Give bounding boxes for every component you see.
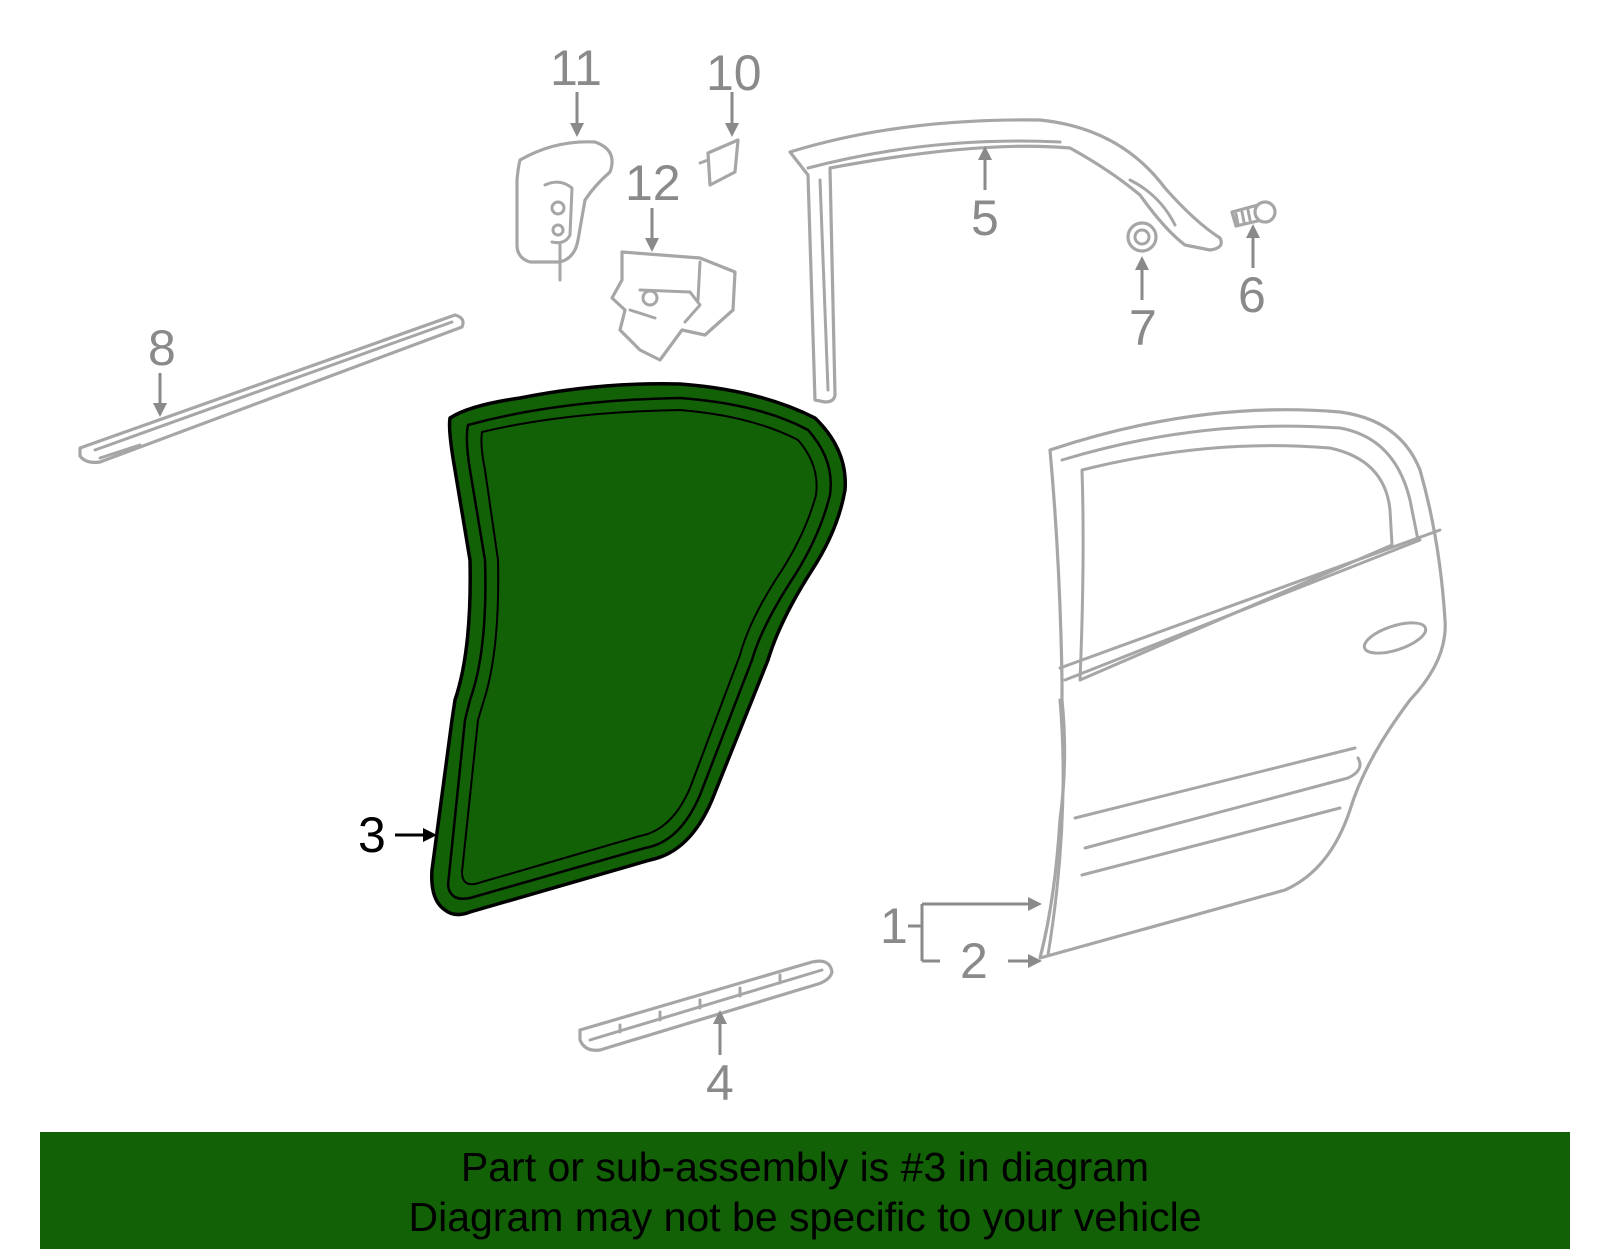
callout-10: 10	[706, 45, 762, 101]
callout-4: 4	[706, 1055, 734, 1111]
callout-12: 12	[625, 155, 681, 211]
callout-3: 3	[358, 807, 386, 863]
callout-8: 8	[148, 320, 176, 376]
part-8-belt-molding[interactable]	[78, 313, 465, 464]
callout-6: 6	[1238, 267, 1266, 323]
callout-11: 11	[550, 40, 602, 96]
parts-diagram: 11 10 12 5 6 7 8 4 3 1 2	[78, 40, 1447, 1111]
part-10-clip[interactable]	[698, 138, 740, 187]
callout-arrows	[153, 92, 1260, 1055]
part-5-frame-molding[interactable]	[788, 118, 1223, 404]
info-banner: Part or sub-assembly is #3 in diagram Di…	[40, 1132, 1570, 1249]
callout-5: 5	[971, 190, 999, 246]
callout-7: 7	[1129, 300, 1157, 356]
callout-1: 1	[880, 898, 908, 954]
part-1-door-shell[interactable]	[1038, 408, 1447, 960]
part-7-nut[interactable]	[1126, 221, 1158, 253]
part-11-hinge[interactable]	[515, 140, 614, 282]
part-12-bracket[interactable]	[610, 250, 737, 362]
banner-line-1: Part or sub-assembly is #3 in diagram	[460, 1144, 1150, 1190]
part-4-lower-molding[interactable]	[578, 959, 834, 1052]
part-3-weatherstrip[interactable]	[430, 382, 847, 917]
callout-labels: 11 10 12 5 6 7 8 4 3 1 2	[148, 40, 1266, 1111]
banner-line-2: Diagram may not be specific to your vehi…	[408, 1194, 1202, 1240]
callout-2: 2	[960, 933, 988, 989]
part-6-screw[interactable]	[1230, 200, 1277, 228]
